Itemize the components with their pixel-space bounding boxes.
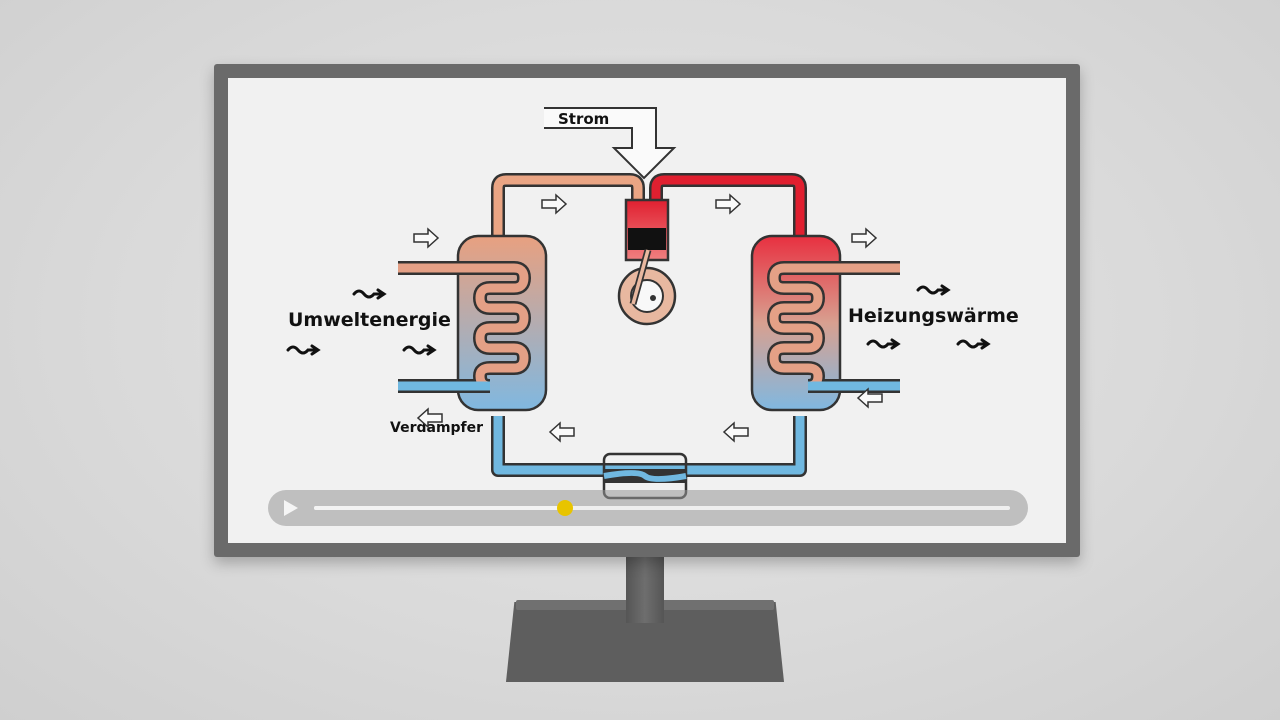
hot-pipe — [649, 173, 807, 238]
flow-arrow-icons — [413, 193, 883, 443]
play-icon — [284, 500, 298, 516]
monitor-frame: Strom Umweltenergie Heizungswärme Verdam… — [214, 64, 1080, 557]
warm-pipe — [491, 173, 645, 238]
label-ambient-energy: Umweltenergie — [288, 309, 451, 331]
video-player-bar — [268, 490, 1028, 526]
heat-pump-diagram: Strom Umweltenergie Heizungswärme Verdam… — [286, 107, 1019, 500]
progress-fill — [314, 506, 565, 510]
squiggle-arrow-icons — [286, 284, 991, 356]
compressor — [617, 198, 677, 326]
progress-knob[interactable] — [556, 500, 573, 516]
monitor-screen: Strom Umweltenergie Heizungswärme Verdam… — [228, 78, 1066, 543]
label-evaporator: Verdampfer — [390, 420, 483, 436]
play-button[interactable] — [280, 498, 300, 518]
label-heating-heat: Heizungswärme — [848, 305, 1019, 327]
power-arrow — [544, 107, 677, 180]
label-power: Strom — [558, 110, 609, 128]
progress-track[interactable] — [314, 500, 1010, 516]
monitor-stand-neck — [626, 557, 664, 623]
cold-pipe — [491, 416, 807, 477]
